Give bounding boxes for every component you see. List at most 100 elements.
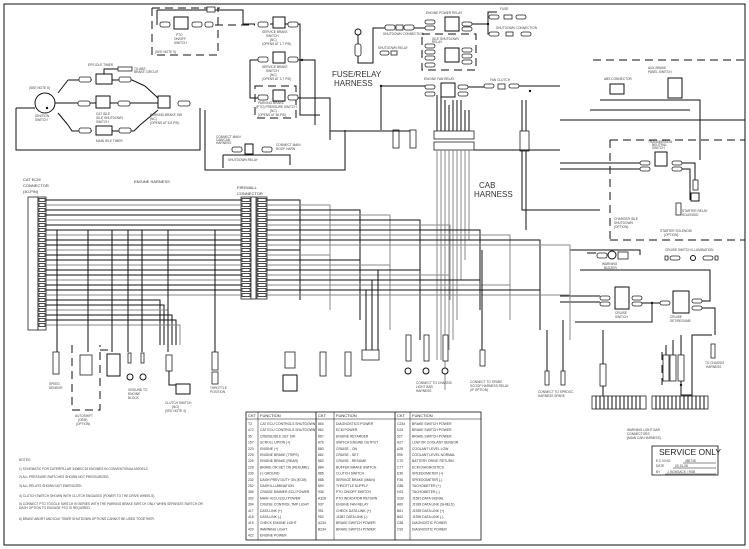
table-cell-function: BRAKE SWITCH POWER xyxy=(412,428,452,432)
table-cell-function: BUFFER BRAKE SWITCH xyxy=(336,465,377,469)
firewall-pin xyxy=(241,263,251,267)
svg-text:LIGHT BAR: LIGHT BAR xyxy=(416,385,433,389)
svg-text:CRUISE: CRUISE xyxy=(670,315,682,319)
table-cell-ckt: B61 xyxy=(397,509,403,513)
right-lower-section: WARNING BUZZER CRUISE SWITCH ILLUMINATIO… xyxy=(560,248,724,440)
firewall-pin xyxy=(257,238,267,242)
svg-text:TO ABS: TO ABS xyxy=(134,67,145,71)
table-cell-function: CRUISE - SET xyxy=(336,453,358,457)
firewall-pin xyxy=(241,283,251,287)
svg-text:CONNECT MAIN: CONNECT MAIN xyxy=(216,135,241,139)
firewall-pin xyxy=(241,248,251,252)
notes-section: NOTES: 1) SCHEMATIC FOR CATERPILLAR 3406… xyxy=(19,458,203,521)
svg-text:(SEE NOTE 5): (SEE NOTE 5) xyxy=(155,50,176,54)
table-cell-ckt: 876 xyxy=(318,441,324,445)
svg-text:BUZZER: BUZZER xyxy=(604,266,617,270)
table-cell-ckt: 35 xyxy=(248,434,252,438)
harness-wire xyxy=(267,204,331,310)
svg-text:SCOOP HARNESS RELAY: SCOOP HARNESS RELAY xyxy=(470,384,510,388)
svg-text:SWITCH: SWITCH xyxy=(652,146,665,150)
ecm-pin xyxy=(38,273,46,277)
table-cell-ckt: B234 xyxy=(318,527,326,531)
note-item: 1) SCHEMATIC FOR CATERPILLAR 3406E/C15 E… xyxy=(19,467,148,471)
table-cell-ckt: A28 xyxy=(397,447,403,451)
table-cell-ckt: E36 xyxy=(397,472,403,476)
svg-text:SWITCH: SWITCH xyxy=(615,315,628,319)
svg-text:SHUTDOWN: SHUTDOWN xyxy=(614,221,633,225)
svg-text:SWITCH: SWITCH xyxy=(96,120,109,124)
ecm-pin xyxy=(38,283,46,287)
svg-text:BY: BY xyxy=(656,470,661,474)
engine-harness-label: ENGINE HARNESS xyxy=(134,179,170,184)
svg-text:GROUND TO: GROUND TO xyxy=(128,388,148,392)
table-cell-ckt: 885 xyxy=(318,472,324,476)
harness-wire xyxy=(267,264,391,330)
firewall-pin xyxy=(257,198,267,202)
svg-text:HARNESS: HARNESS xyxy=(474,190,513,199)
table-cell-ckt: 422 xyxy=(248,534,254,538)
ecm-pin xyxy=(38,238,46,242)
table-cell-function: J1939 DATA LINK (SHIELD) xyxy=(412,503,454,507)
svg-text:(NC): (NC) xyxy=(270,38,277,42)
table-cell-function: BRAKE SWITCH POWER xyxy=(412,422,452,426)
table-cell-ckt: 862 xyxy=(318,428,324,432)
svg-text:DATE: DATE xyxy=(656,464,664,468)
firewall-pin xyxy=(257,218,267,222)
svg-text:485748: 485748 xyxy=(685,459,696,463)
svg-text:HARNESS SPARE: HARNESS SPARE xyxy=(538,394,565,398)
title-block: SERVICE ONLY E.C.N NO. 485748 DATE 03-31… xyxy=(651,445,721,476)
harness-wire xyxy=(267,254,331,310)
svg-text:IDLE SHUTDOWN: IDLE SHUTDOWN xyxy=(96,116,123,120)
warning-buzzer-icon xyxy=(607,250,617,260)
svg-text:(OPTION): (OPTION) xyxy=(614,225,628,229)
svg-text:E.C.N NO.: E.C.N NO. xyxy=(656,459,671,463)
table-cell-function: (-) GROUND xyxy=(260,472,280,476)
ecm-pin xyxy=(38,278,46,282)
ecm-pin xyxy=(38,293,46,297)
svg-text:(OPTION): (OPTION) xyxy=(76,422,90,426)
table-cell-ckt: 417 xyxy=(248,509,254,513)
table-cell-ckt: F36 xyxy=(397,478,403,482)
svg-text:FAN CLUTCH: FAN CLUTCH xyxy=(490,78,511,82)
firewall-pin xyxy=(241,258,251,262)
firewall-pin xyxy=(241,233,251,237)
svg-text:BLOCK: BLOCK xyxy=(128,396,140,400)
main-inline-connector-lower xyxy=(433,141,475,151)
service-brake-section: SERVICE BRAKE SWITCH (NC) (OPENS AT 1-7 … xyxy=(249,16,331,140)
cab-harness-label: CAB xyxy=(479,181,495,190)
svg-text:CONNECT TO SPARE: CONNECT TO SPARE xyxy=(470,380,502,384)
table-cell-function: CRUISE/IDLE SET SW xyxy=(260,434,296,438)
right-upper-section: AUX BRAKE PANEL SWITCH ABS CONNECTOR TRA… xyxy=(560,59,745,241)
svg-text:(40-PIN): (40-PIN) xyxy=(23,189,39,194)
table-cell-function: DATA LINK (+) xyxy=(260,509,282,513)
firewall-pin xyxy=(241,288,251,292)
bottom-components: SPEED SENSOR AUTOSHIFT (OEM) (OPTION) GR… xyxy=(49,250,574,426)
svg-text:POSITION: POSITION xyxy=(210,390,226,394)
firewall-pin xyxy=(257,253,267,257)
note-item: 4) CLUTCH SWITCH SHOWN WITH CLUTCH ENGAG… xyxy=(19,494,155,498)
table-cell-ckt: C92 xyxy=(397,527,403,531)
firewall-pin xyxy=(241,243,251,247)
svg-text:(PTO) PRESSURE SWITCH: (PTO) PRESSURE SWITCH xyxy=(256,105,297,109)
svg-text:SWITCH: SWITCH xyxy=(174,41,187,45)
ecm-pin xyxy=(38,253,46,257)
harness-wire xyxy=(267,269,421,340)
harness-wire xyxy=(267,224,451,300)
svg-text:AUTOSHIFT: AUTOSHIFT xyxy=(75,414,93,418)
aux-brake-switch-icon xyxy=(667,77,683,99)
svg-text:IDLE SHUTDOWN: IDLE SHUTDOWN xyxy=(432,37,459,41)
svg-text:(OEM): (OEM) xyxy=(78,418,87,422)
firewall-pin xyxy=(241,223,251,227)
ecm-pin xyxy=(38,208,46,212)
parking-brake-switch-icon xyxy=(157,95,171,109)
table-cell-function: THROTTLE SUPPLY xyxy=(336,484,369,488)
table-cell-function: ENGINE (+) xyxy=(260,447,278,451)
firewall-pin xyxy=(241,228,251,232)
table-cell-ckt: 867 xyxy=(318,434,324,438)
svg-text:SERVICE BRAKE: SERVICE BRAKE xyxy=(262,30,288,34)
firewall-pin xyxy=(241,238,251,242)
svg-text:THROTTLE: THROTTLE xyxy=(210,386,227,390)
table-cell-function: BRAKE SWITCH POWER xyxy=(336,521,376,525)
